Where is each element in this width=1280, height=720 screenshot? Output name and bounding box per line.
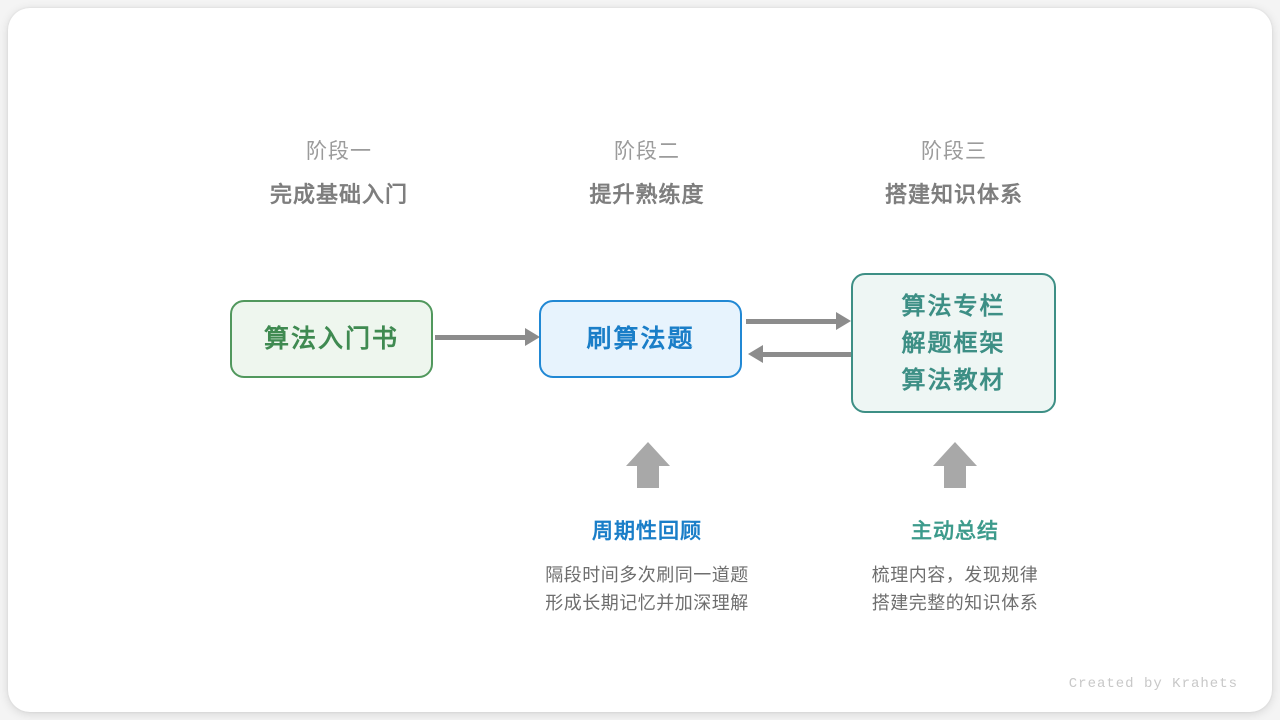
arrow-practice-to-resources-shaft xyxy=(746,319,839,324)
node-practice-problems-label: 刷算法题 xyxy=(586,324,695,353)
node-learning-resources-line-2: 解题框架 xyxy=(901,329,1006,357)
note-active-summary-desc: 梳理内容，发现规律 搭建完整的知识体系 xyxy=(805,561,1105,617)
arrow-resources-to-practice-shaft xyxy=(760,352,853,357)
node-learning-resources-line-3: 算法教材 xyxy=(901,366,1006,394)
node-intro-book[interactable]: 算法入门书 xyxy=(230,300,433,378)
stage-header-1: 阶段一 完成基础入门 xyxy=(209,137,469,211)
stage-1-sub: 阶段一 xyxy=(306,140,372,163)
note-periodic-review: 周期性回顾 隔段时间多次刷同一道题 形成长期记忆并加深理解 xyxy=(497,517,797,617)
arrow-up-periodic-review xyxy=(624,440,672,495)
node-learning-resources-line-1: 算法专栏 xyxy=(901,292,1006,320)
note-periodic-review-desc: 隔段时间多次刷同一道题 形成长期记忆并加深理解 xyxy=(497,561,797,617)
note-periodic-review-desc-line-1: 隔段时间多次刷同一道题 xyxy=(545,565,749,585)
node-intro-book-label: 算法入门书 xyxy=(263,324,399,353)
arrow-book-to-practice-shaft xyxy=(435,335,528,340)
stage-2-sub: 阶段二 xyxy=(614,140,680,163)
note-active-summary-desc-line-1: 梳理内容，发现规律 xyxy=(871,565,1039,585)
arrow-book-to-practice-head xyxy=(525,328,540,346)
node-practice-problems[interactable]: 刷算法题 xyxy=(539,300,742,378)
stage-header-3: 阶段三 搭建知识体系 xyxy=(824,137,1084,211)
note-active-summary-title: 主动总结 xyxy=(911,520,999,543)
note-active-summary-desc-line-2: 搭建完整的知识体系 xyxy=(871,593,1039,613)
note-active-summary: 主动总结 梳理内容，发现规律 搭建完整的知识体系 xyxy=(805,517,1105,617)
note-periodic-review-title: 周期性回顾 xyxy=(592,520,702,543)
arrow-resources-to-practice-head xyxy=(748,345,763,363)
stage-3-sub: 阶段三 xyxy=(921,140,987,163)
arrow-up-active-summary xyxy=(931,440,979,495)
stage-2-title: 提升熟练度 xyxy=(589,182,705,207)
stage-1-title: 完成基础入门 xyxy=(269,182,408,207)
diagram-canvas: 阶段一 完成基础入门 阶段二 提升熟练度 阶段三 搭建知识体系 算法入门书 刷算… xyxy=(8,8,1272,712)
stage-header-2: 阶段二 提升熟练度 xyxy=(517,137,777,211)
credit-label: Created by Krahets xyxy=(1068,676,1238,692)
node-learning-resources[interactable]: 算法专栏 解题框架 算法教材 xyxy=(851,273,1056,413)
stage-3-title: 搭建知识体系 xyxy=(884,182,1023,207)
note-periodic-review-desc-line-2: 形成长期记忆并加深理解 xyxy=(545,593,749,613)
arrow-practice-to-resources-head xyxy=(836,312,851,330)
